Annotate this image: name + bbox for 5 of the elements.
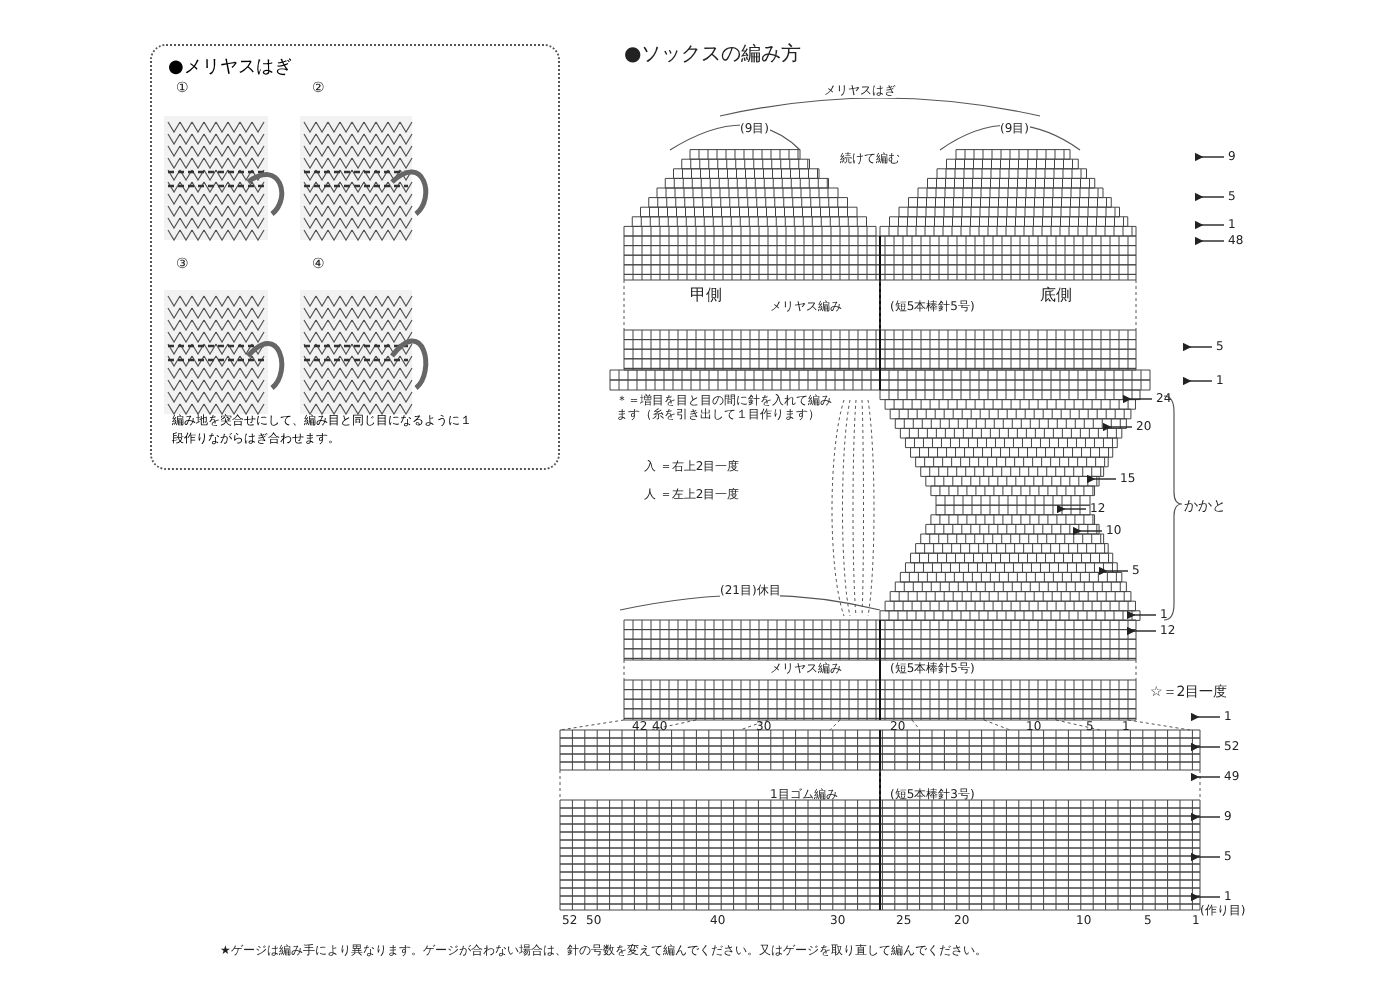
chart-text: 甲側 [690,286,722,306]
dashed-panel [150,44,560,470]
section-heading: ●ソックスの編み方 [624,44,802,68]
panel-heading: ●メリヤスはぎ [168,56,292,80]
chart-text: 底側 [1040,286,1072,306]
